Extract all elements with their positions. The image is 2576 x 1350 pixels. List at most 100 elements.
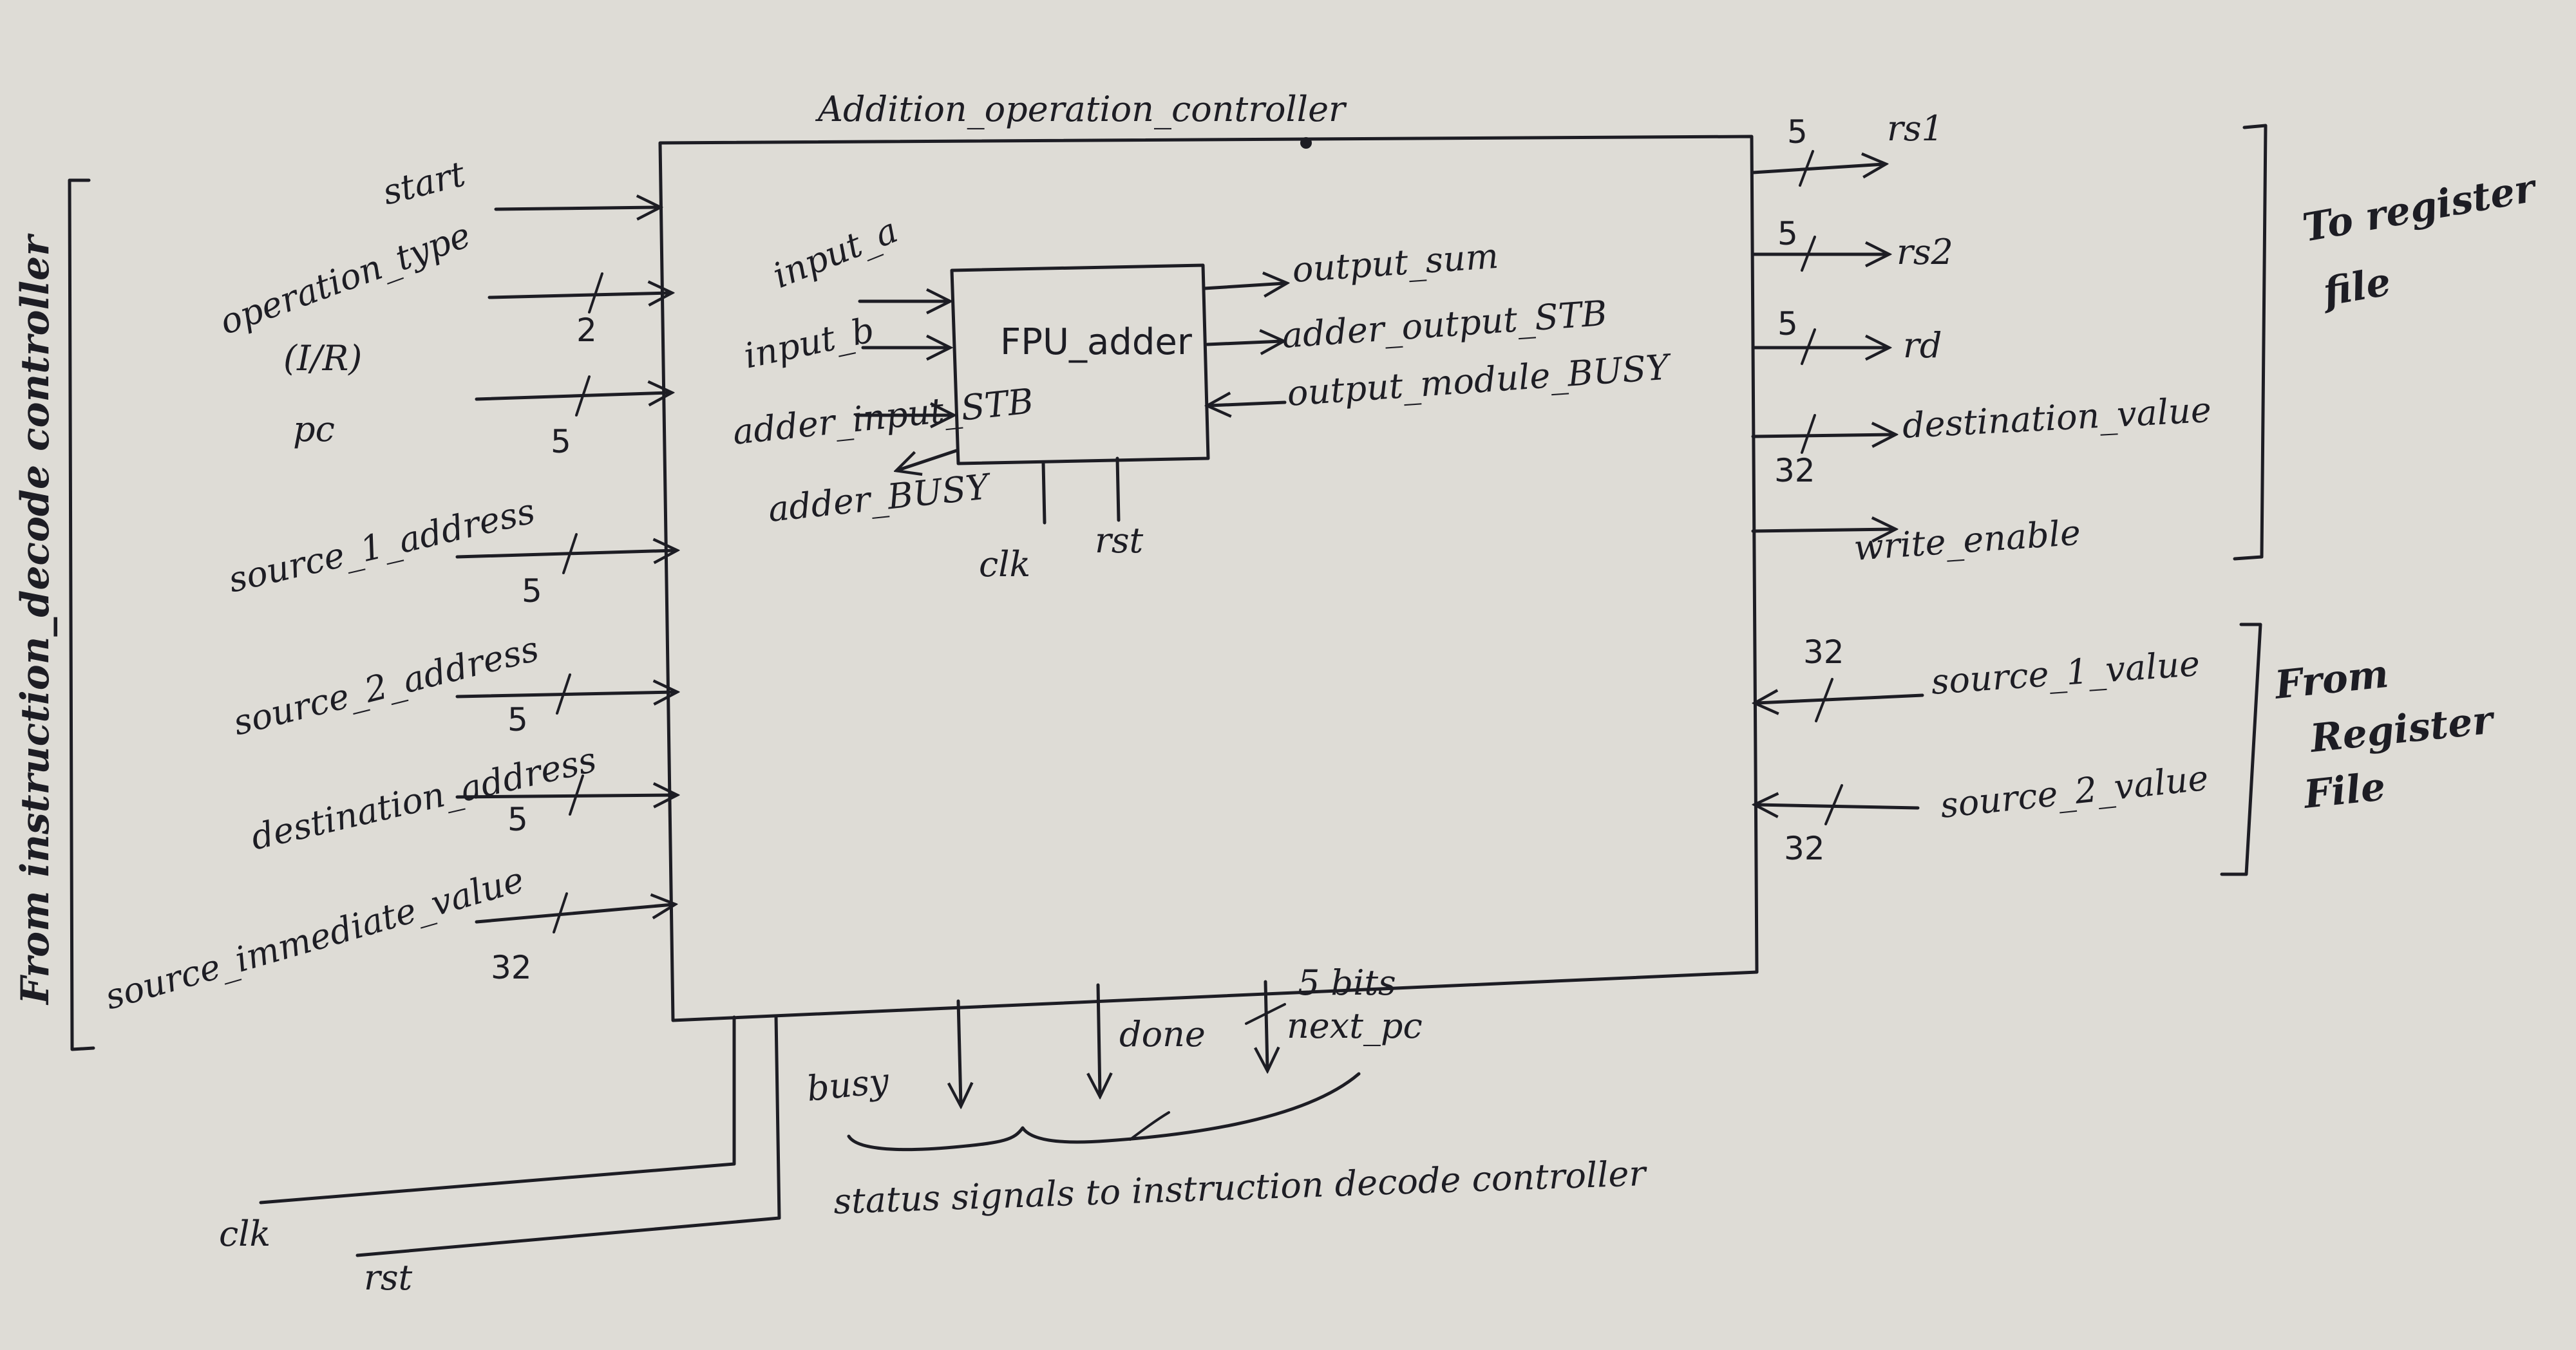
rs1-bus-slash bbox=[1799, 150, 1814, 187]
status-signals-brace-tick bbox=[1129, 1111, 1170, 1141]
status-signals-caption: status signals to instruction decode con… bbox=[833, 1153, 1648, 1222]
from-register-file-line-3: File bbox=[2300, 764, 2387, 818]
bottom-output-done: done bbox=[1098, 983, 1206, 1094]
destination-value-width: 32 bbox=[1774, 452, 1815, 489]
left-input-operation-type: operation_type (I/R) 2 bbox=[214, 214, 670, 379]
source-immediate-value-width: 32 bbox=[491, 949, 532, 986]
pc-bus-slash bbox=[575, 375, 591, 417]
destination-address-label: destination_address bbox=[247, 739, 600, 858]
to-register-file-line-1: To register bbox=[2299, 165, 2541, 251]
input-a-label: input_a bbox=[767, 210, 903, 296]
source-2-value-arrow bbox=[1757, 805, 1920, 808]
rd-bus-slash bbox=[1801, 328, 1816, 365]
right-input-source-1-value: 32 source_1_value bbox=[1757, 633, 2201, 722]
right-output-destination-value: 32 destination_value bbox=[1751, 389, 2212, 489]
source-1-address-bus-slash bbox=[562, 533, 578, 574]
rst-input-label: rst bbox=[364, 1257, 413, 1298]
destination-address-arrow bbox=[455, 795, 675, 797]
rs2-label: rs2 bbox=[1897, 232, 1953, 272]
left-input-source-2-address: source_2_address 5 bbox=[229, 628, 675, 744]
fpu-rst-line bbox=[1115, 456, 1121, 522]
operation-type-width: 2 bbox=[576, 312, 597, 349]
clk-input-label: clk bbox=[219, 1214, 270, 1254]
fpu-adder-label: FPU_adder bbox=[1000, 321, 1193, 363]
write-enable-arrow bbox=[1751, 529, 1893, 531]
destination-address-bus-slash bbox=[569, 774, 584, 816]
output-sum-label: output_sum bbox=[1291, 236, 1500, 290]
next-pc-label: next_pc bbox=[1287, 1006, 1423, 1046]
adder-output-stb-arrow bbox=[1206, 341, 1282, 344]
source-1-value-width: 32 bbox=[1803, 633, 1844, 671]
destination-address-width: 5 bbox=[507, 801, 528, 838]
pc-arrow bbox=[475, 393, 670, 399]
clk-wire bbox=[259, 1015, 736, 1205]
right-output-write-enable: write_enable bbox=[1751, 512, 2082, 568]
controller-dot bbox=[1300, 137, 1312, 149]
start-label: start bbox=[379, 153, 469, 212]
fpu-adder-box bbox=[950, 263, 1210, 465]
right-output-rd: 5 rd bbox=[1751, 305, 1942, 366]
from-register-file-line-1: From bbox=[2271, 652, 2391, 708]
to-register-file-bracket bbox=[2233, 124, 2268, 561]
destination-value-arrow bbox=[1751, 435, 1893, 436]
fpu-clk-line bbox=[1041, 460, 1046, 525]
status-signals-brace bbox=[847, 1072, 1361, 1152]
source-immediate-value-bus-slash bbox=[553, 892, 568, 933]
left-input-destination-address: destination_address 5 bbox=[247, 739, 675, 858]
bottom-output-busy: busy bbox=[805, 999, 961, 1109]
fpu-rst-label: rst bbox=[1095, 520, 1144, 561]
source-1-address-width: 5 bbox=[522, 572, 542, 610]
bottom-output-next-pc: 5 bits next_pc bbox=[1245, 962, 1423, 1069]
source-2-address-width: 5 bbox=[507, 701, 528, 738]
rd-label: rd bbox=[1903, 325, 1942, 366]
adder-output-stb-label: adder_output_STB bbox=[1281, 293, 1609, 356]
pc-width: 5 bbox=[551, 423, 571, 460]
left-group-label: From instruction_decode controller bbox=[13, 233, 58, 1006]
destination-value-label: destination_value bbox=[1901, 389, 2212, 446]
from-register-file-line-2: Register bbox=[2307, 697, 2497, 762]
done-label: done bbox=[1119, 1014, 1206, 1055]
source-1-value-bus-slash bbox=[1815, 678, 1833, 722]
right-input-source-2-value: 32 source_2_value bbox=[1757, 758, 2210, 867]
left-input-source-immediate-value: source_immediate_value 32 bbox=[100, 859, 673, 1017]
source-2-value-bus-slash bbox=[1824, 784, 1843, 825]
operation-type-sub-label: (I/R) bbox=[283, 338, 362, 379]
rs2-bus-slash bbox=[1801, 236, 1816, 272]
rst-wire bbox=[355, 1014, 781, 1257]
adder-busy-label: adder_BUSY bbox=[766, 466, 994, 530]
from-register-file-bracket bbox=[2220, 623, 2262, 876]
left-input-pc: pc 5 bbox=[293, 375, 670, 460]
source-1-value-arrow bbox=[1757, 695, 1924, 703]
right-output-rs1: 5 rs1 bbox=[1751, 108, 1944, 187]
adder-busy-arrow bbox=[898, 449, 958, 470]
source-2-value-label: source_2_value bbox=[1938, 758, 2210, 826]
fpu-clk-label: clk bbox=[979, 544, 1030, 585]
to-register-file-line-2: file bbox=[2318, 259, 2394, 316]
source-1-value-label: source_1_value bbox=[1930, 643, 2201, 702]
source-2-value-width: 32 bbox=[1784, 830, 1825, 867]
next-pc-arrow bbox=[1265, 980, 1267, 1069]
source-immediate-value-arrow bbox=[475, 905, 673, 924]
adder-input-stb-label: adder_input_STB bbox=[731, 380, 1036, 453]
source-1-address-label: source_1_address bbox=[225, 491, 539, 601]
output-module-busy-arrow bbox=[1209, 402, 1287, 406]
write-enable-label: write_enable bbox=[1853, 512, 2082, 568]
source-1-address-arrow bbox=[455, 550, 675, 557]
output-sum-arrow bbox=[1202, 283, 1285, 288]
rd-width: 5 bbox=[1777, 305, 1798, 342]
operation-type-bus-slash bbox=[588, 272, 603, 314]
pc-label: pc bbox=[293, 409, 335, 449]
output-module-busy-label: output_module_BUSY bbox=[1286, 346, 1673, 414]
rs1-width: 5 bbox=[1787, 113, 1808, 151]
source-2-address-label: source_2_address bbox=[229, 628, 543, 744]
rs2-width: 5 bbox=[1777, 215, 1798, 252]
operation-type-label: operation_type bbox=[214, 214, 476, 342]
rs1-label: rs1 bbox=[1887, 108, 1944, 149]
controller-box bbox=[658, 135, 1759, 1022]
next-pc-bus-slash bbox=[1245, 1003, 1286, 1025]
rs1-arrow bbox=[1751, 164, 1884, 173]
right-output-rs2: 5 rs2 bbox=[1751, 215, 1953, 272]
left-input-start: start bbox=[379, 153, 658, 212]
busy-label: busy bbox=[805, 1060, 892, 1109]
